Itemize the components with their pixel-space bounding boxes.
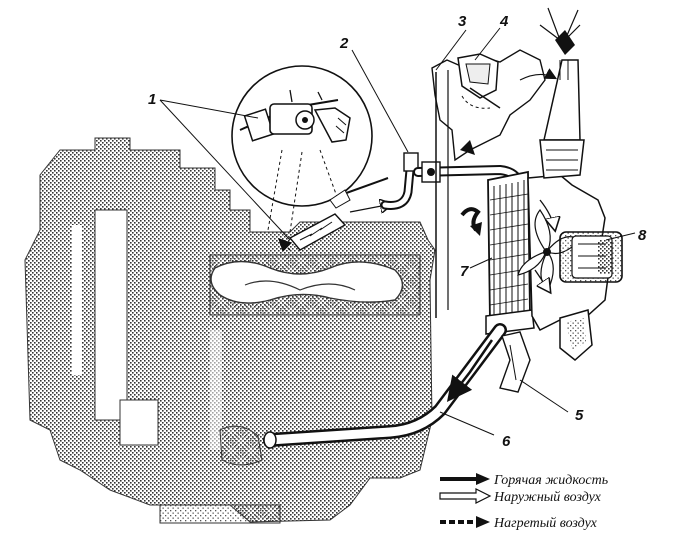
air-outlet (559, 309, 593, 361)
callout-7: 7 (460, 263, 469, 280)
legend-item-hot-liquid: Горячая жидкость (440, 473, 608, 488)
callout-5: 5 (575, 407, 584, 424)
legend-label-hot-liquid: Горячая жидкость (493, 473, 608, 488)
drain-tube (499, 331, 531, 393)
block-tap (278, 177, 392, 252)
callout-8: 8 (638, 227, 647, 244)
fan-motor (559, 231, 623, 283)
legend-label-heated-air: Нагретый воздух (493, 516, 598, 531)
return-pipe (263, 323, 507, 449)
dashed-arrow-icon (476, 516, 490, 528)
heater-core (485, 170, 535, 335)
callout-2: 2 (339, 35, 349, 52)
callout-4: 4 (499, 13, 509, 30)
defroster-duct (519, 7, 585, 179)
callout-3: 3 (458, 13, 467, 30)
callout-1: 1 (148, 91, 156, 108)
legend-item-heated-air: Нагретый воздух (440, 516, 598, 531)
engine-block (24, 137, 436, 524)
hollow-arrow-icon (439, 488, 492, 504)
leader-lines (159, 27, 636, 436)
solid-arrow-icon (476, 473, 490, 485)
legend-label-outside-air: Наружный воздух (493, 490, 602, 505)
callout-6: 6 (502, 433, 511, 450)
legend: Горячая жидкость Наружный воздух Нагреты… (439, 473, 608, 531)
legend-item-outside-air: Наружный воздух (439, 488, 602, 505)
bracket-and-dash (431, 49, 546, 318)
valve-detail-magnifier (231, 65, 373, 233)
